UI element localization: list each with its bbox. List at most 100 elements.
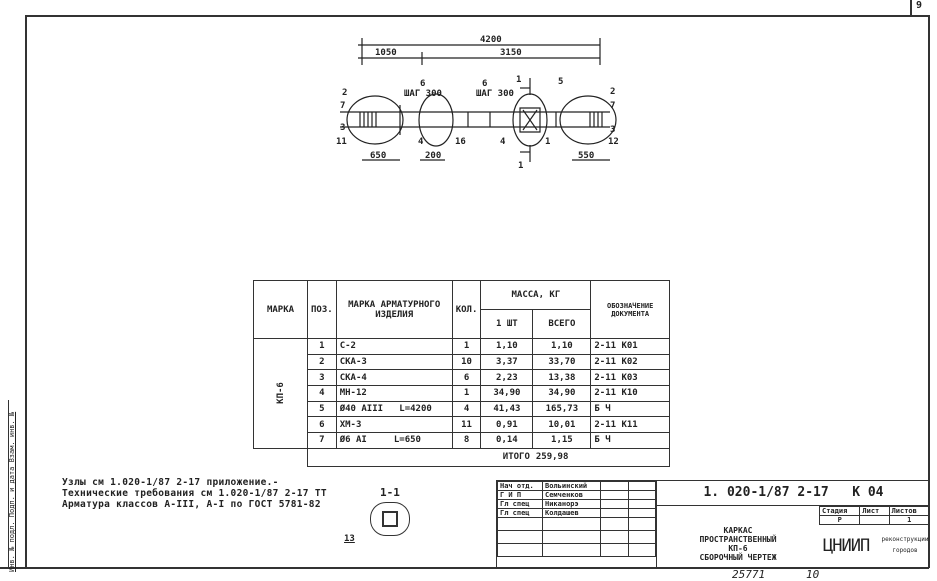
cell-one: 41,43 bbox=[480, 400, 534, 418]
section-view bbox=[370, 502, 410, 536]
header-doc: ОБОЗНАЧЕНИЕ ДОКУМЕНТА bbox=[590, 280, 670, 339]
frame-right bbox=[928, 15, 930, 568]
staff-role: Гл спец bbox=[497, 499, 543, 509]
dim-label: 1050 bbox=[375, 48, 397, 58]
header-qty: КОЛ. bbox=[451, 280, 482, 339]
dim-label: 550 bbox=[578, 151, 594, 161]
svg-text:12: 12 bbox=[608, 137, 619, 147]
svg-text:2: 2 bbox=[342, 88, 347, 98]
cell-one: 1,10 bbox=[480, 338, 534, 355]
notes: Узлы см 1.020-1/87 2-17 приложение.- Тех… bbox=[62, 477, 327, 510]
document-code: 1. 020-1/87 2-17 К 04 bbox=[656, 481, 930, 506]
specification-table: МАРКА ПОЗ. МАРКА АРМАТУРНОГО ИЗДЕЛИЯ КОЛ… bbox=[253, 280, 670, 467]
cell-doc: Б Ч bbox=[590, 400, 670, 418]
svg-text:5: 5 bbox=[558, 77, 563, 87]
archive-number: 25771 bbox=[732, 568, 766, 581]
cell-total: 33,70 bbox=[532, 353, 592, 371]
sheet-label: Лист bbox=[859, 506, 890, 516]
staff-role: Г И П bbox=[497, 490, 543, 500]
cell-poz: 4 bbox=[307, 385, 337, 402]
cell-total: 1,15 bbox=[532, 432, 592, 449]
svg-text:1: 1 bbox=[545, 137, 550, 147]
svg-text:1: 1 bbox=[518, 161, 523, 171]
cell-qty: 8 bbox=[451, 432, 482, 449]
cell-poz: 7 bbox=[307, 432, 337, 449]
sheets-value: 1 bbox=[888, 515, 931, 525]
svg-text:ШАГ 300: ШАГ 300 bbox=[404, 89, 442, 99]
total-row: ИТОГО 259,98 bbox=[253, 447, 670, 467]
cell-item: СКА-3 bbox=[335, 353, 453, 371]
cell-item: С-2 bbox=[335, 338, 453, 355]
desc-line: КАРКАС bbox=[723, 526, 753, 535]
cell-total: 165,73 bbox=[532, 400, 592, 418]
svg-text:16: 16 bbox=[455, 137, 466, 147]
cell-doc: 2-11 К02 bbox=[590, 353, 670, 371]
cell-one: 3,37 bbox=[480, 353, 534, 371]
page-number: 9 bbox=[916, 0, 923, 11]
cell-item: Ø40 АIII L=4200 bbox=[335, 400, 453, 418]
sheets-label: Листов bbox=[888, 506, 931, 516]
staff-role: Гл спец bbox=[497, 508, 543, 518]
cell-total: 34,90 bbox=[532, 385, 592, 402]
stage-label: Стадия bbox=[818, 506, 861, 516]
staff-name: Колдашев bbox=[542, 508, 601, 518]
cell-poz: 1 bbox=[307, 338, 337, 355]
cell-one: 34,90 bbox=[480, 385, 534, 402]
desc-line: ПРОСТРАНСТВЕННЫЙ bbox=[699, 535, 777, 544]
dim-label: 4200 bbox=[480, 35, 502, 45]
header-mass-total: ВСЕГО bbox=[532, 309, 592, 339]
cell-total: 13,38 bbox=[532, 369, 592, 387]
frame-top bbox=[25, 15, 929, 17]
archive-sheet: 10 bbox=[806, 568, 820, 581]
staff-name: Вольинский bbox=[542, 481, 601, 491]
svg-text:1: 1 bbox=[516, 75, 521, 85]
note-line: Технические требования см 1.020-1/87 2-1… bbox=[62, 488, 327, 499]
page-box bbox=[910, 0, 912, 15]
header-marka: МАРКА bbox=[253, 280, 308, 339]
dim-label: 200 bbox=[425, 151, 441, 161]
cell-poz: 3 bbox=[307, 369, 337, 387]
section-callout: 13 bbox=[344, 534, 355, 544]
header-mass: МАССА, КГ bbox=[480, 280, 592, 310]
svg-text:ШАГ 300: ШАГ 300 bbox=[476, 89, 514, 99]
section-title: 1-1 bbox=[380, 486, 400, 499]
description: КАРКАС ПРОСТРАНСТВЕННЫЙ КП-6 СБОРОЧНЫЙ Ч… bbox=[656, 506, 819, 569]
cell-qty: 1 bbox=[451, 338, 482, 355]
desc-line: СБОРОЧНЫЙ ЧЕРТЕЖ bbox=[699, 553, 777, 562]
cell-item: СКА-4 bbox=[335, 369, 453, 387]
cell-poz: 5 bbox=[307, 400, 337, 418]
svg-text:2: 2 bbox=[610, 87, 615, 97]
header-mass-one: 1 ШТ bbox=[480, 309, 534, 339]
cell-qty: 10 bbox=[451, 353, 482, 371]
cell-qty: 6 bbox=[451, 369, 482, 387]
svg-text:3: 3 bbox=[610, 125, 615, 135]
stage-value: Р bbox=[818, 515, 861, 525]
cell-item: ХМ-3 bbox=[335, 416, 453, 434]
total-value: 259,98 bbox=[532, 447, 670, 467]
desc-line: КП-6 bbox=[728, 544, 748, 553]
cell-doc: 2-11 К11 bbox=[590, 416, 670, 434]
cell-doc: 2-11 К03 bbox=[590, 369, 670, 387]
svg-text:4: 4 bbox=[500, 137, 506, 147]
staff-role: Нач отд. bbox=[497, 481, 543, 491]
note-line: Арматура классов А-III, А-I по ГОСТ 5781… bbox=[62, 499, 321, 510]
staff-name: Семченков bbox=[542, 490, 601, 500]
cell-poz: 6 bbox=[307, 416, 337, 434]
total-label: ИТОГО bbox=[306, 447, 533, 467]
svg-text:7: 7 bbox=[340, 101, 345, 111]
cell-doc: 2-11 К10 bbox=[590, 385, 670, 402]
cell-qty: 4 bbox=[451, 400, 482, 418]
stamp-line bbox=[8, 400, 9, 568]
header-item: МАРКА АРМАТУРНОГО ИЗДЕЛИЯ bbox=[335, 280, 453, 339]
staff-name: Никанорэ bbox=[542, 499, 601, 509]
svg-text:11: 11 bbox=[336, 137, 347, 147]
